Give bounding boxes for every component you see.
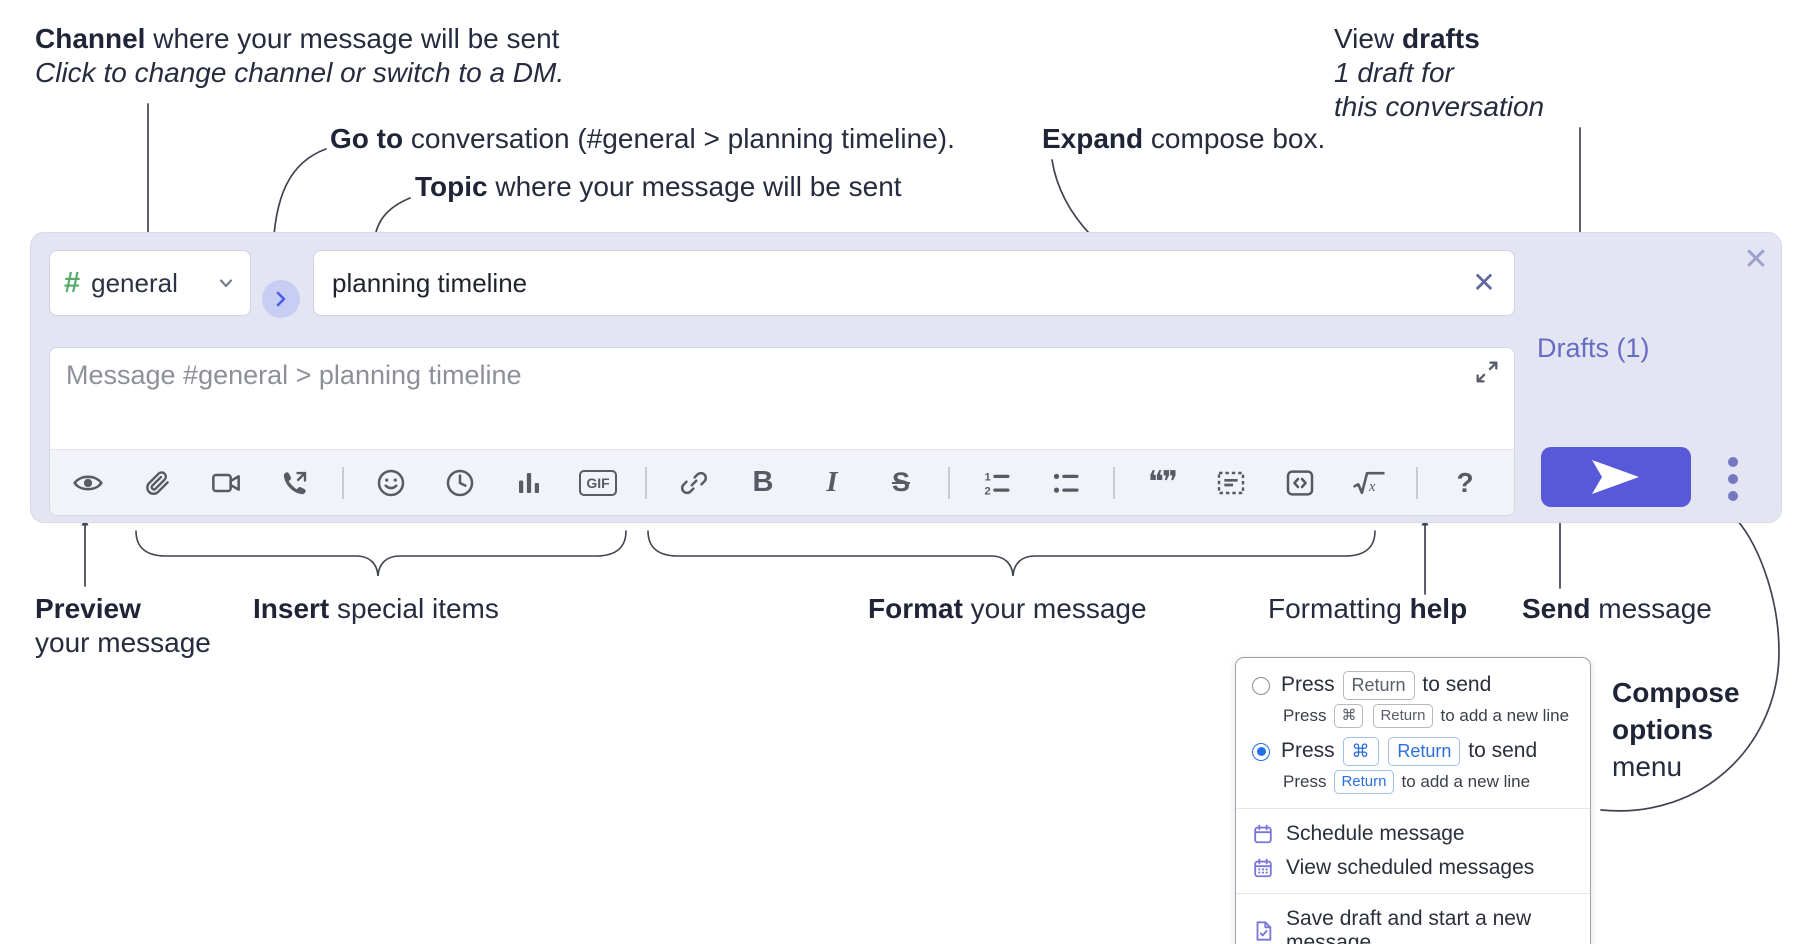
expand-compose-icon[interactable] xyxy=(1470,356,1504,390)
menu-option-enter-sends[interactable]: Press Return to send xyxy=(1236,668,1590,703)
svg-text:x: x xyxy=(1368,478,1376,494)
chevron-down-icon xyxy=(219,279,233,288)
link-icon[interactable] xyxy=(672,461,716,505)
toolbar-divider xyxy=(1416,466,1418,499)
quote-icon[interactable]: ❝❞ xyxy=(1140,461,1184,505)
menu-option-cmd-enter-sends-sub: Press Return to add a new line xyxy=(1236,769,1590,800)
gif-icon[interactable]: GIF xyxy=(576,461,620,505)
clear-topic-icon[interactable]: ✕ xyxy=(1465,264,1503,302)
menu-option-cmd-enter-sends[interactable]: Press ⌘ Return to send xyxy=(1236,734,1590,769)
message-placeholder: Message #general > planning timeline xyxy=(66,360,522,390)
spoiler-icon[interactable] xyxy=(1209,461,1253,505)
channel-hash-icon: # xyxy=(64,266,81,299)
radio-selected-icon[interactable] xyxy=(1252,742,1270,761)
radio-unselected-icon[interactable] xyxy=(1252,676,1270,695)
topic-field-wrap: ✕ xyxy=(313,250,1515,316)
annotation-view-drafts: View drafts 1 draft for this conversatio… xyxy=(1334,23,1545,122)
compose-options-menu: Press Return to send Press ⌘ Return to a… xyxy=(1235,657,1591,944)
annotation-channel: Channel where your message will be sent … xyxy=(35,23,565,88)
calendar-grid-icon xyxy=(1254,858,1272,878)
svg-text:1: 1 xyxy=(985,471,991,483)
poll-icon[interactable] xyxy=(507,461,551,505)
goto-conversation-button[interactable] xyxy=(262,280,300,318)
brace-format xyxy=(647,530,1376,577)
emoji-icon[interactable] xyxy=(369,461,413,505)
bulleted-list-icon[interactable] xyxy=(1044,461,1088,505)
video-call-icon[interactable] xyxy=(204,461,248,505)
calendar-icon xyxy=(1254,824,1272,844)
file-check-icon xyxy=(1256,921,1272,941)
math-icon[interactable]: x xyxy=(1347,461,1391,505)
annotation-expand: Expand compose box. xyxy=(1042,123,1326,154)
compose-box: ✕ # general ✕ Message #general > plannin… xyxy=(30,232,1782,523)
compose-options-icon[interactable] xyxy=(1707,451,1759,507)
channel-selector[interactable]: # general xyxy=(49,250,251,316)
menu-option-enter-sends-sub: Press ⌘ Return to add a new line xyxy=(1236,703,1590,734)
preview-eye-icon[interactable] xyxy=(66,461,110,505)
menu-item-view-scheduled[interactable]: View scheduled messages xyxy=(1236,851,1590,885)
label-send-message: Send message xyxy=(1522,593,1712,624)
italic-icon[interactable]: I xyxy=(810,461,854,505)
toolbar-divider xyxy=(948,466,950,499)
label-formatting-help: Formatting help xyxy=(1268,593,1468,624)
channel-name: general xyxy=(91,267,178,298)
help-icon[interactable]: ? xyxy=(1443,461,1487,505)
drafts-link[interactable]: Drafts (1) xyxy=(1537,333,1650,363)
label-compose-options: Compose options menu xyxy=(1612,677,1740,782)
bold-icon[interactable]: B xyxy=(741,461,785,505)
topic-input[interactable] xyxy=(313,250,1515,316)
menu-separator xyxy=(1236,893,1590,894)
toolbar-divider xyxy=(1113,466,1115,499)
toolbar-divider xyxy=(645,466,647,499)
attach-file-icon[interactable] xyxy=(135,461,179,505)
label-insert: Insert special items xyxy=(253,593,499,624)
strikethrough-icon[interactable]: S xyxy=(879,461,923,505)
close-compose-icon[interactable]: ✕ xyxy=(1737,241,1775,279)
annotation-goto: Go to conversation (#general > planning … xyxy=(330,123,955,154)
send-icon xyxy=(1592,460,1639,494)
toolbar-divider xyxy=(342,466,344,499)
voice-call-icon[interactable] xyxy=(273,461,317,505)
menu-item-schedule-message[interactable]: Schedule message xyxy=(1236,817,1590,851)
send-button[interactable] xyxy=(1541,447,1691,507)
chevron-right-icon xyxy=(276,291,286,307)
menu-separator xyxy=(1236,808,1590,809)
code-icon[interactable] xyxy=(1278,461,1322,505)
label-format: Format your message xyxy=(868,593,1147,624)
menu-item-save-draft[interactable]: Save draft and start a new message xyxy=(1236,902,1590,944)
message-box[interactable]: Message #general > planning timeline xyxy=(49,347,1515,516)
svg-text:2: 2 xyxy=(985,485,991,497)
annotation-topic: Topic where your message will be sent xyxy=(415,171,902,202)
brace-insert xyxy=(135,530,627,577)
compose-toolbar: GIF B I S 1 2 xyxy=(50,449,1514,515)
numbered-list-icon[interactable]: 1 2 xyxy=(975,461,1019,505)
time-icon[interactable] xyxy=(438,461,482,505)
